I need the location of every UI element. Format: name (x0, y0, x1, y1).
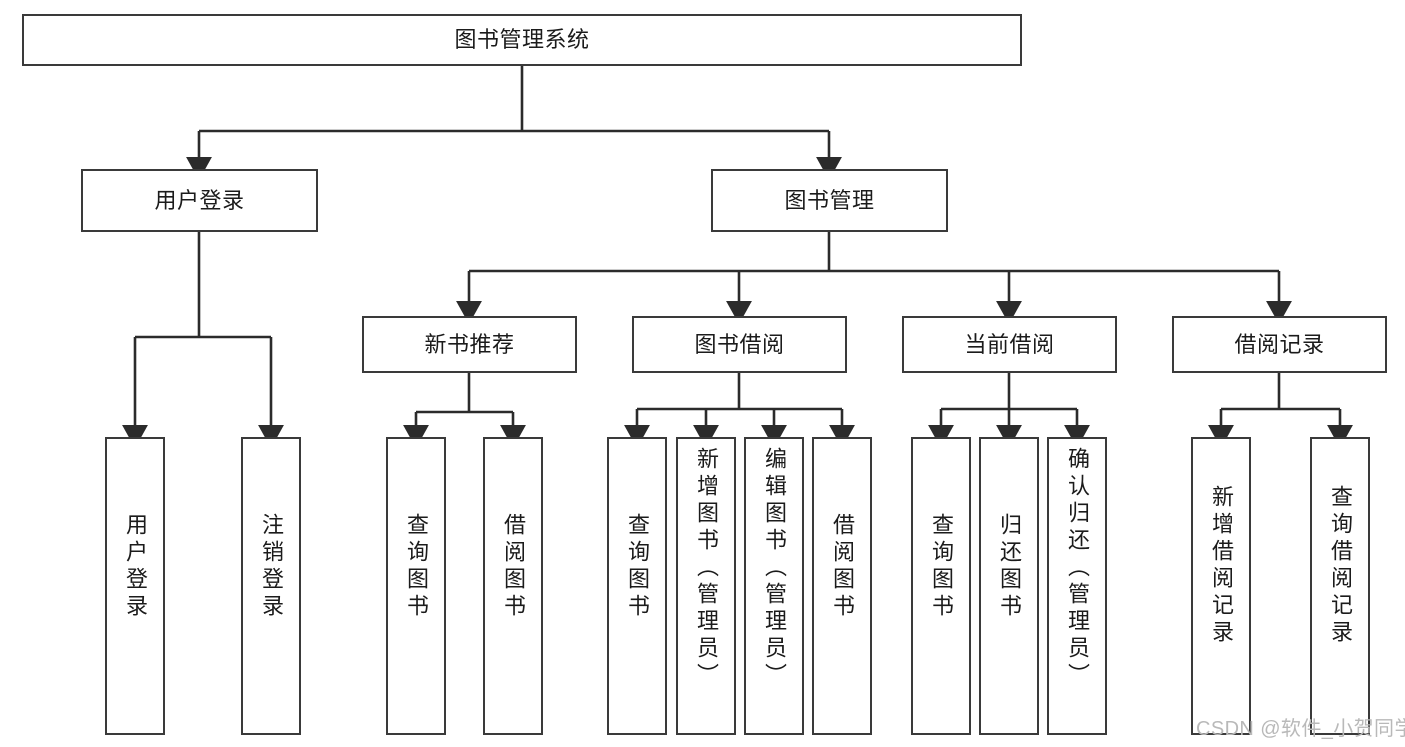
node-label: 查询图书 (625, 513, 650, 621)
node-label: 借阅图书 (830, 513, 855, 621)
watermark-text: CSDN @软件_小贺同学 (1196, 718, 1405, 740)
node-new-book-rec[interactable]: 新书推荐 (362, 316, 577, 373)
node-leaf-query-record[interactable]: 查询借阅记录 (1310, 437, 1370, 735)
node-label: 图书管理系统 (454, 27, 590, 53)
node-label: 归还图书 (997, 513, 1022, 621)
node-label: 新增图书（管理员） (694, 447, 719, 690)
node-root-system[interactable]: 图书管理系统 (22, 14, 1022, 66)
node-leaf-confirm-return[interactable]: 确认归还（管理员） (1047, 437, 1107, 735)
node-leaf-query-book-3[interactable]: 查询图书 (911, 437, 971, 735)
node-leaf-query-book-1[interactable]: 查询图书 (386, 437, 446, 735)
node-leaf-borrow-book-2[interactable]: 借阅图书 (812, 437, 872, 735)
node-leaf-add-book[interactable]: 新增图书（管理员） (676, 437, 736, 735)
node-label: 查询图书 (929, 513, 954, 621)
node-book-manage[interactable]: 图书管理 (711, 169, 948, 232)
node-leaf-user-login[interactable]: 用户登录 (105, 437, 165, 735)
node-borrow-record[interactable]: 借阅记录 (1172, 316, 1387, 373)
node-leaf-query-book-2[interactable]: 查询图书 (607, 437, 667, 735)
node-label: 当前借阅 (964, 331, 1055, 357)
node-label: 查询图书 (404, 513, 429, 621)
node-leaf-return-book[interactable]: 归还图书 (979, 437, 1039, 735)
node-label: 确认归还（管理员） (1065, 447, 1090, 690)
node-user-login[interactable]: 用户登录 (81, 169, 318, 232)
node-leaf-user-logout[interactable]: 注销登录 (241, 437, 301, 735)
node-label: 注销登录 (259, 513, 284, 621)
node-label: 借阅记录 (1234, 331, 1325, 357)
node-label: 用户登录 (154, 187, 245, 213)
node-label: 图书管理 (784, 187, 875, 213)
node-label: 新增借阅记录 (1209, 485, 1234, 647)
node-current-borrow[interactable]: 当前借阅 (902, 316, 1117, 373)
node-label: 图书借阅 (694, 331, 785, 357)
node-label: 新书推荐 (424, 331, 515, 357)
node-leaf-add-record[interactable]: 新增借阅记录 (1191, 437, 1251, 735)
node-leaf-borrow-book-1[interactable]: 借阅图书 (483, 437, 543, 735)
node-label: 编辑图书（管理员） (762, 447, 787, 690)
node-label: 借阅图书 (501, 513, 526, 621)
node-book-borrow[interactable]: 图书借阅 (632, 316, 847, 373)
node-label: 查询借阅记录 (1328, 485, 1353, 647)
node-label: 用户登录 (123, 513, 148, 621)
node-leaf-edit-book[interactable]: 编辑图书（管理员） (744, 437, 804, 735)
